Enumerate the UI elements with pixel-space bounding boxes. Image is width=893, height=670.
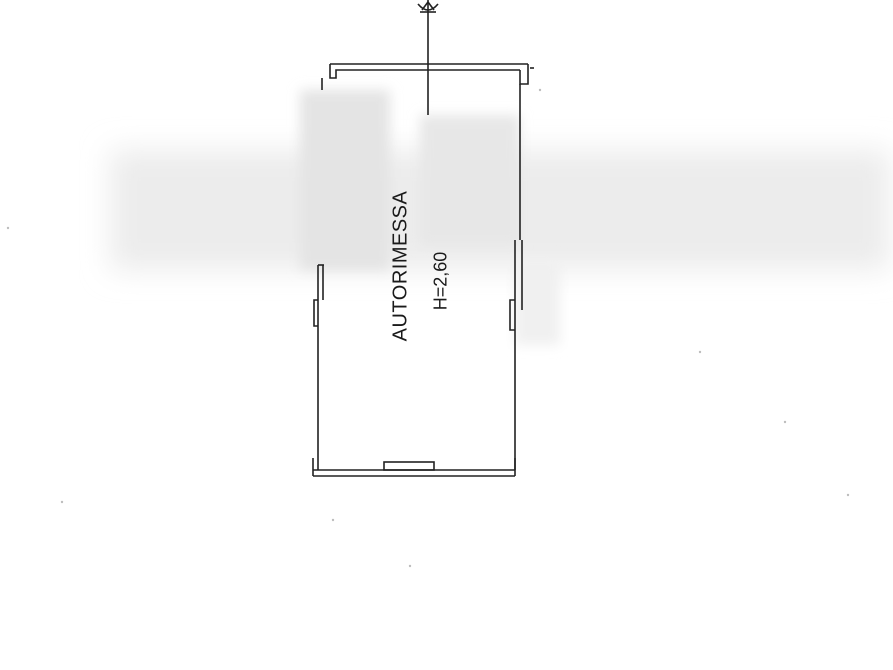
north-arrow-icon [417,0,439,115]
room-walls [312,63,534,477]
blurred-area [110,90,890,345]
paper-specks [6,88,850,568]
room-name-label: AUTORIMESSA [389,190,412,342]
room-height-label: H=2,60 [430,251,451,311]
